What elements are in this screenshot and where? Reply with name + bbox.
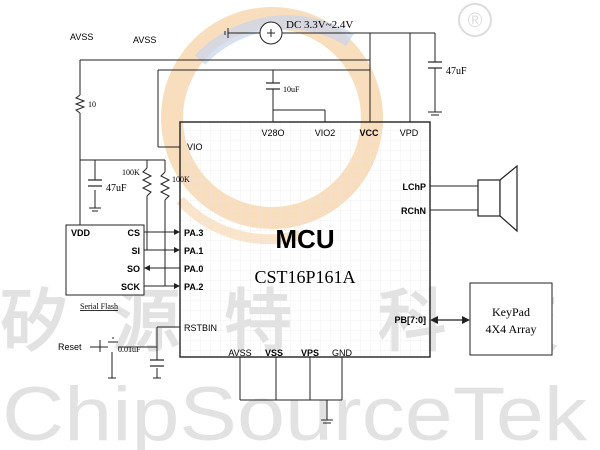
resistor-10-label: 10 xyxy=(88,100,96,109)
pin-gnd: GND xyxy=(332,348,353,358)
resistor-100k-a xyxy=(141,167,153,197)
pin-rchn: RChN xyxy=(401,206,426,216)
pin-pa2: PA.2 xyxy=(184,282,203,292)
cap-10uf-label: 10uF xyxy=(283,85,300,94)
reset-label: Reset xyxy=(58,342,82,352)
flash-caption: Serial Flash xyxy=(80,302,118,311)
resistor-100k-b-label: 100K xyxy=(172,175,190,184)
power-wiring xyxy=(79,28,442,225)
cap-47uf-left-wiring xyxy=(80,159,165,212)
pin-avss-bottom: AVSS xyxy=(228,348,251,358)
pin-vpd: VPD xyxy=(400,128,419,138)
speaker-wiring xyxy=(430,185,478,211)
mcu-block: MCU CST16P161A xyxy=(179,121,431,358)
pin-pa3: PA.3 xyxy=(184,228,203,238)
flash-pin-vdd: VDD xyxy=(71,228,91,238)
reset-circuit xyxy=(90,326,180,379)
cap-47uf-top xyxy=(428,61,442,69)
reset-cap-label: 0.01uF xyxy=(118,345,141,354)
flash-pin-sck: SCK xyxy=(121,282,141,292)
pin-pb: PB[7:0] xyxy=(394,315,426,325)
cap-47uf-top-label: 47uF xyxy=(446,66,467,77)
resistor-100k-a-label: 100K xyxy=(122,168,140,177)
flash-bus-arrows xyxy=(144,229,180,289)
speaker-icon xyxy=(477,164,518,233)
mcu-part-number: CST16P161A xyxy=(254,267,355,287)
cap-47uf-left-label: 47uF xyxy=(106,183,127,194)
dc-label: DC 3.3V~2.4V xyxy=(286,19,353,31)
pin-rstbin: RSTBIN xyxy=(184,323,217,333)
serial-flash-block: VDD CS SI SO SCK xyxy=(65,224,145,296)
keypad-block: KeyPad 4X4 Array xyxy=(469,282,553,356)
dc-source xyxy=(259,21,283,45)
keypad-line1: KeyPad xyxy=(492,305,530,319)
pin-vio2: VIO2 xyxy=(315,128,336,138)
flash-pin-cs: CS xyxy=(127,228,140,238)
pin-pa0: PA.0 xyxy=(184,264,203,274)
watermark-latin: ChipSourceTek xyxy=(2,372,588,450)
ground-network xyxy=(239,357,343,424)
resistor-100k-b xyxy=(159,171,171,201)
avss-label-right: AVSS xyxy=(133,35,156,45)
watermark-char-1: 矽 xyxy=(0,284,68,360)
pullup-wiring xyxy=(146,160,166,286)
pin-vio: VIO xyxy=(187,142,203,152)
resistor-10 xyxy=(74,94,86,114)
flash-bus xyxy=(144,231,180,287)
cap-47uf-left xyxy=(88,179,102,187)
flash-pin-si: SI xyxy=(131,246,140,256)
avss-label-left: AVSS xyxy=(70,32,93,42)
registered-mark: ® xyxy=(458,3,492,37)
keypad-line2: 4X4 Array xyxy=(486,322,537,336)
pin-pa1: PA.1 xyxy=(184,246,203,256)
pin-vps: VPS xyxy=(301,348,319,358)
registered-mark-text: ® xyxy=(468,10,483,32)
cap-0-01uf xyxy=(150,359,164,367)
mcu-title: MCU xyxy=(275,224,334,254)
keypad-link xyxy=(430,316,470,324)
mcu-pin-labels: V28O VIO2 VCC VPD VIO PA.3 PA.1 PA.0 PA.… xyxy=(184,128,426,358)
pin-vss: VSS xyxy=(265,348,283,358)
pin-vcc: VCC xyxy=(359,128,379,138)
flash-pin-so: SO xyxy=(127,264,140,274)
cap-10uf xyxy=(266,82,280,90)
pin-v28o: V28O xyxy=(261,128,284,138)
pin-lchp: LChP xyxy=(403,182,427,192)
